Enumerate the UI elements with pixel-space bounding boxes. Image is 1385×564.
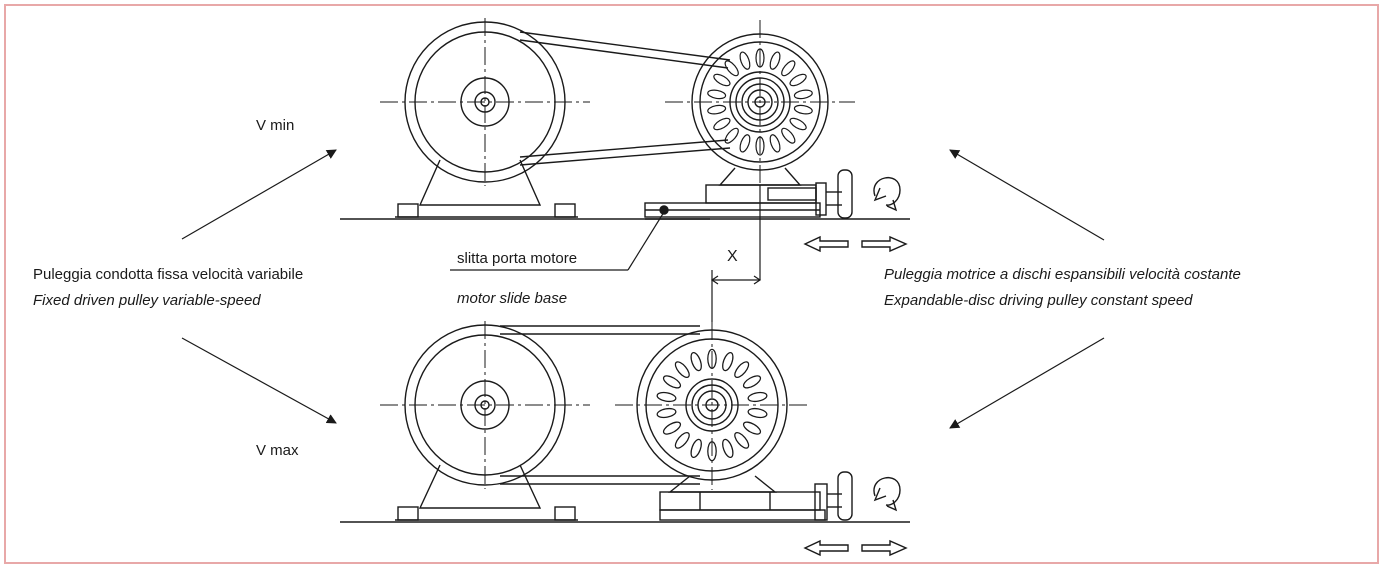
x-dimension <box>710 185 762 322</box>
driven-pulley-label-en: Fixed driven pulley variable-speed <box>33 292 261 309</box>
v-min-label: V min <box>256 117 295 134</box>
slide-label-it: slitta porta motore <box>457 250 578 267</box>
driving-pulley-label-it: Puleggia motrice a dischi espansibili ve… <box>884 266 1241 283</box>
driven-pulley-label-it: Puleggia condotta fissa velocità variabi… <box>33 266 304 283</box>
top-assembly <box>340 18 910 253</box>
pointer-arrows <box>181 149 1105 429</box>
bottom-assembly <box>340 321 910 557</box>
v-max-label: V max <box>256 442 299 459</box>
driving-pulley-label-en: Expandable-disc driving pulley constant … <box>884 292 1193 309</box>
slide-label-en: motor slide base <box>457 290 568 307</box>
slide-leader <box>450 211 665 271</box>
x-dimension-label: X <box>727 248 738 265</box>
